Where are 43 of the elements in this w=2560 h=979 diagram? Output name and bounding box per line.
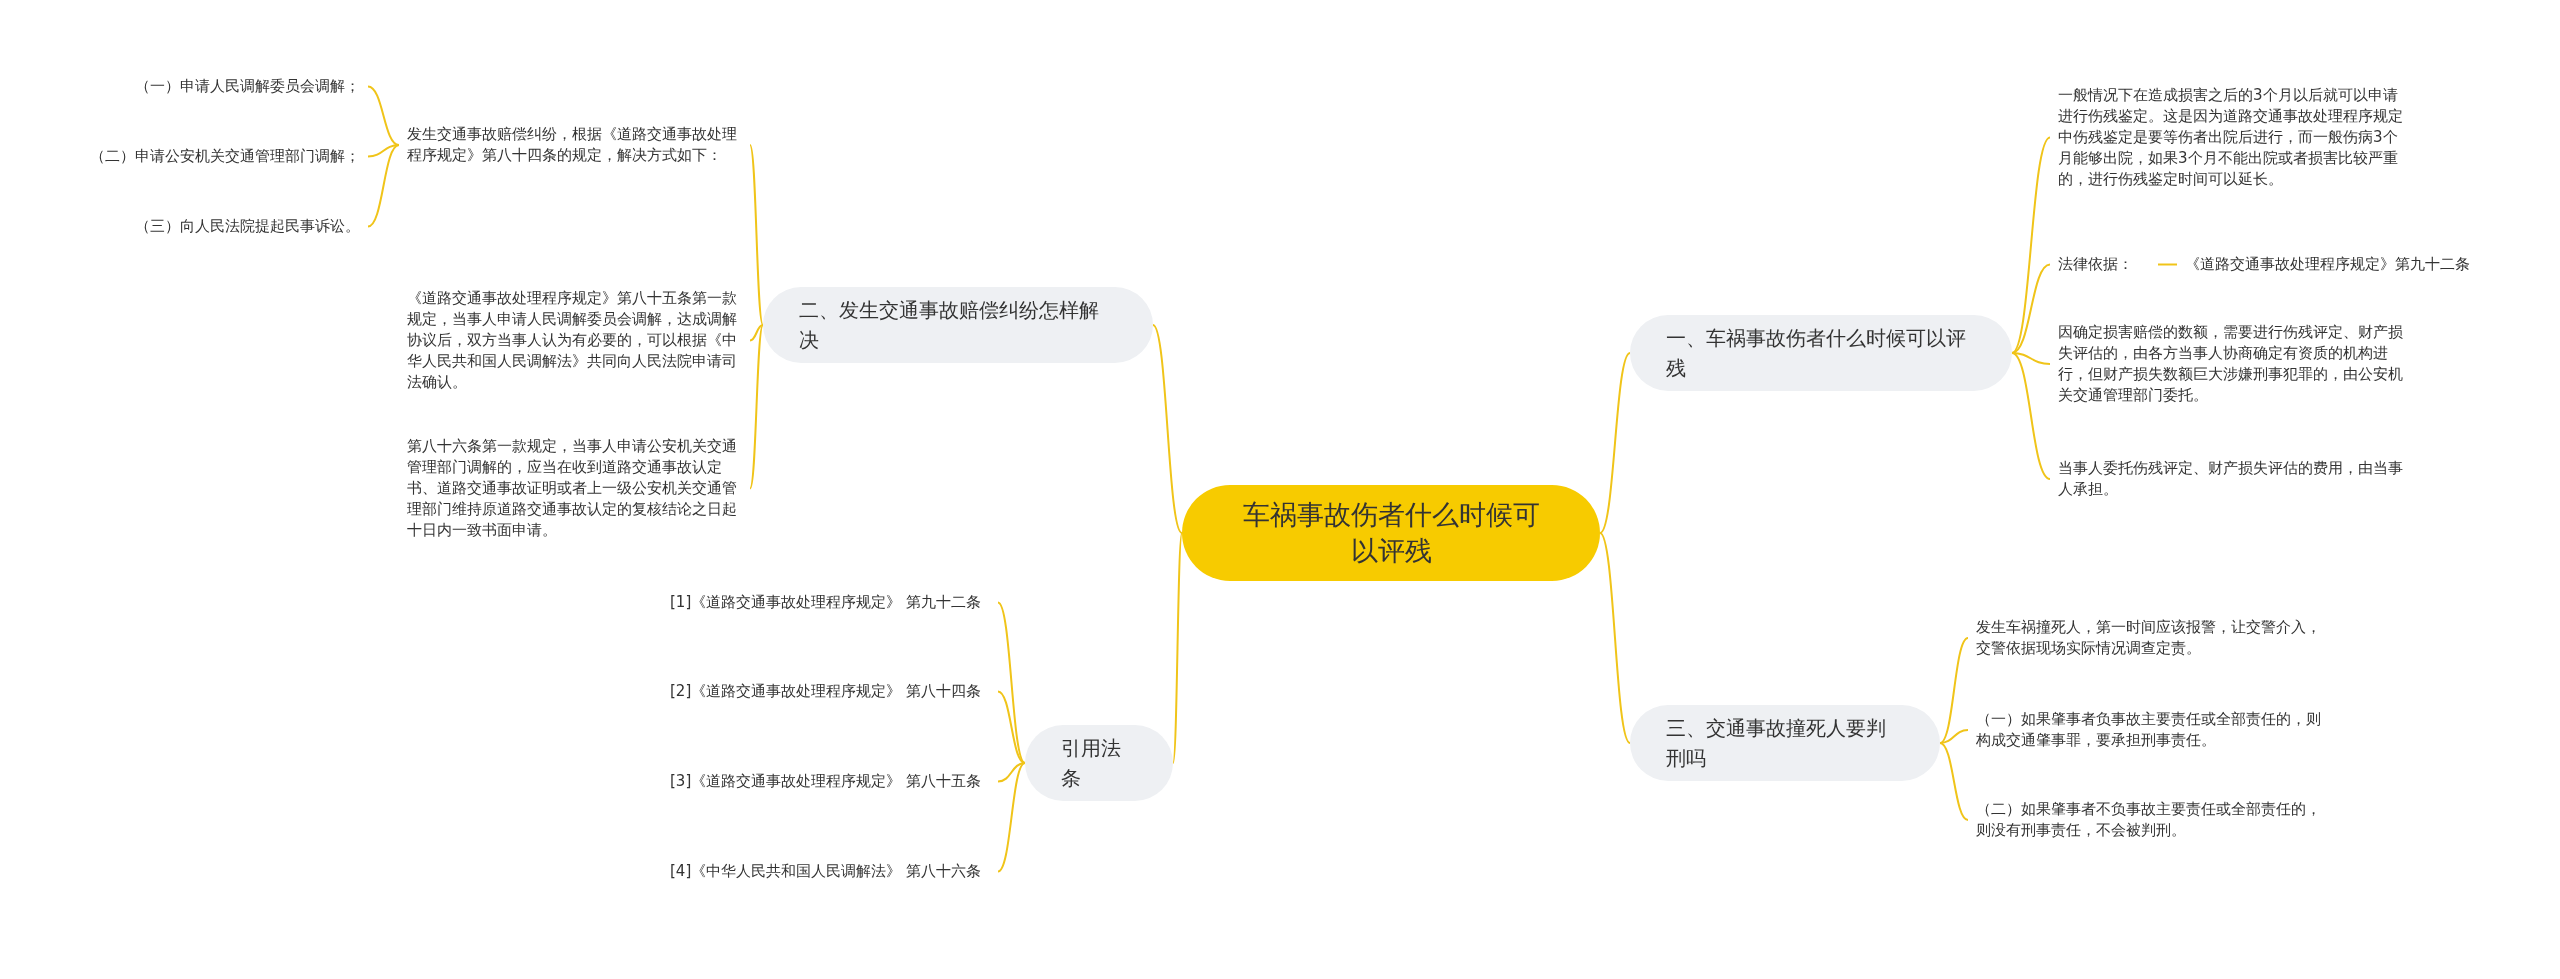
note-text: 发生车祸撞死人，第一时间应该报警，让交警介入，交警依据现场实际情况调查定责。: [1976, 617, 2321, 659]
connector-line: [1152, 324, 1183, 534]
note-text: [2]《道路交通事故处理程序规定》 第八十四条: [670, 681, 990, 702]
note-text: 当事人委托伤残评定、财产损失评估的费用，由当事人承担。: [2058, 458, 2403, 500]
connector-line: [997, 762, 1026, 873]
connector-line: [2011, 263, 2051, 354]
note-text: （二）如果肇事者不负事故主要责任或全部责任的，则没有刑事责任，不会被判刑。: [1976, 799, 2321, 841]
note-text: [4]《中华人民共和国人民调解法》 第八十六条: [670, 861, 990, 882]
note-text: 一般情况下在造成损害之后的3个月以后就可以申请进行伤残鉴定。这是因为道路交通事故处理程序规定中伤残鉴定是要等伤者出院后进行，而一般伤病3个月能够出院，如果3个月不能出院或者损害比较严重的，进行伤残鉴定时间可以延长。: [2058, 85, 2403, 190]
connector-line: [2011, 136, 2051, 354]
connector-line: [1599, 532, 1631, 744]
note-text: （一）如果肇事者负事故主要责任或全部责任的，则构成交通肇事罪，要承担刑事责任。: [1976, 709, 2321, 751]
connector-line: [2157, 263, 2178, 266]
note-text: 法律依据：: [2058, 254, 2150, 275]
branch-topic: 引用法条: [1025, 725, 1173, 801]
connector-line: [1939, 637, 1969, 744]
connector-line: [749, 144, 764, 326]
note-text: （三）向人民法院提起民事诉讼。: [20, 216, 360, 237]
connector-line: [997, 762, 1026, 783]
connector-line: [749, 324, 764, 490]
connector-line: [997, 690, 1026, 764]
connector-line: [1599, 352, 1631, 534]
connector-line: [2011, 352, 2051, 480]
connector-line: [1939, 742, 1969, 821]
connector-line: [367, 144, 400, 158]
branch-topic: 三、交通事故撞死人要判刑吗: [1630, 705, 1940, 781]
connector-line: [367, 85, 400, 146]
note-text: [1]《道路交通事故处理程序规定》 第九十二条: [670, 592, 990, 613]
connector-line: [749, 324, 764, 342]
connector-line: [997, 601, 1026, 764]
note-text: 《道路交通事故处理程序规定》第九十二条: [2185, 254, 2525, 275]
connector-line: [367, 144, 400, 228]
note-text: [3]《道路交通事故处理程序规定》 第八十五条: [670, 771, 990, 792]
central-topic: 车祸事故伤者什么时候可以评残: [1182, 485, 1600, 581]
note-text: （一）申请人民调解委员会调解；: [20, 76, 360, 97]
note-text: 发生交通事故赔偿纠纷，根据《道路交通事故处理程序规定》第八十四条的规定，解决方式如下：: [407, 124, 742, 166]
note-text: 《道路交通事故处理程序规定》第八十五条第一款规定，当事人申请人民调解委员会调解，达成调解协议后，双方当事人认为有必要的，可以根据《中华人民共和国人民调解法》共同向人民法院申请司法确认。: [407, 288, 742, 393]
connector-line: [1939, 729, 1969, 744]
note-text: （二）申请公安机关交通管理部门调解；: [20, 146, 360, 167]
branch-topic: 二、发生交通事故赔偿纠纷怎样解决: [763, 287, 1153, 363]
note-text: 因确定损害赔偿的数额，需要进行伤残评定、财产损失评估的，由各方当事人协商确定有资质的机构进行，但财产损失数额巨大涉嫌刑事犯罪的，由公安机关交通管理部门委托。: [2058, 322, 2403, 406]
note-text: 第八十六条第一款规定，当事人申请公安机关交通管理部门调解的，应当在收到道路交通事故认定书、道路交通事故证明或者上一级公安机关交通管理部门维持原道路交通事故认定的复核结论之日起十日内一致书面申请。: [407, 436, 742, 541]
branch-topic: 一、车祸事故伤者什么时候可以评残: [1630, 315, 2012, 391]
